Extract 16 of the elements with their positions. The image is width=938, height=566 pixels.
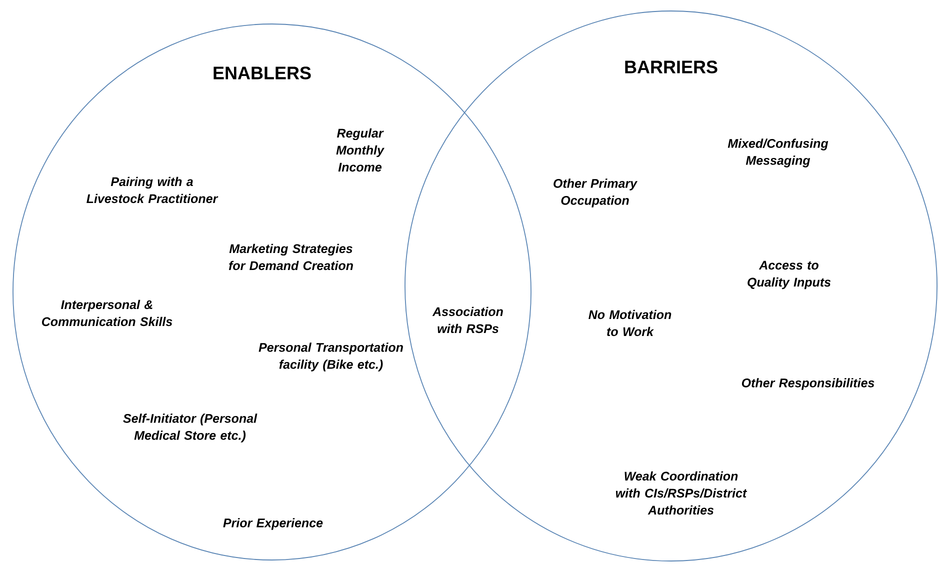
item-text: Prior Experience — [223, 518, 323, 530]
item-text: Other Responsibilities — [742, 378, 874, 390]
item-text: Self-Initiator (Personal Medical Store etc.) — [123, 414, 258, 442]
item-text: No Motivation to Work — [588, 310, 672, 336]
item-text: Interpersonal & Communication Skills — [42, 300, 172, 326]
item-text: Personal Transportation facility (Bike etc.) — [258, 342, 403, 372]
circle-heading: BARRIERS — [625, 60, 718, 74]
item-text: Pairing with a Livestock Practitioner — [86, 176, 218, 204]
item-text: Association with RSPs — [432, 306, 503, 334]
item-text: Other Primary Occupation — [554, 178, 638, 208]
circle-heading: ENABLERS — [214, 66, 311, 80]
item-text: Marketing Strategies for Demand Creation — [228, 244, 353, 270]
item-text: Weak Coordination with CIs/RSPs/District Authorities — [616, 471, 748, 515]
item-text: Mixed/Confusing Messaging — [728, 138, 828, 168]
item-text: Access to Quality Inputs — [748, 260, 831, 290]
item-text: Regular Monthly Income — [336, 128, 384, 172]
